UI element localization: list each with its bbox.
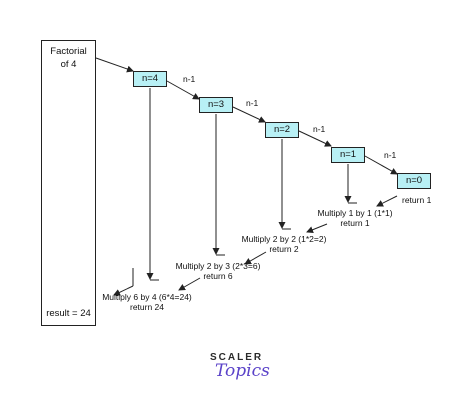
node-n0: n=0 [397,173,431,189]
call-arrow [232,106,266,123]
return-step: return 1 [340,218,370,228]
return-arrow [178,277,201,291]
factorial-outer-box [41,40,96,326]
return-step: return 24 [129,302,165,312]
topics-logo-text: Topics [215,361,270,381]
result-label: result = 24 [46,308,91,319]
result-arrow [113,285,134,296]
base-return-label: return 1 [402,195,432,205]
return-arrow [244,251,267,265]
multiply-step: Multiply 2 by 2 (1*2=2) [241,234,327,244]
edge-label: n-1 [183,74,196,84]
call-arrow [298,130,332,147]
call-arrow [364,155,398,175]
call-arrow [166,80,200,100]
multiply-step: Multiply 6 by 4 (6*4=24) [102,292,192,302]
return-arrow [376,195,398,207]
edge-label: n-1 [313,124,326,134]
node-n3: n=3 [199,97,233,113]
return-arrow [306,223,328,234]
node-n2: n=2 [265,122,299,138]
edge-label: n-1 [246,98,259,108]
node-n1: n=1 [331,147,365,163]
return-step: return 6 [203,271,233,281]
call-arrow [95,57,134,73]
return-step: return 2 [269,244,299,254]
outer-title: Factorial of 4 [50,46,87,70]
scaler-logo-text: SCALER [210,352,264,363]
edge-label: n-1 [384,150,397,160]
node-n4: n=4 [133,71,167,87]
multiply-step: Multiply 2 by 3 (2*3=6) [175,261,261,271]
multiply-step: Multiply 1 by 1 (1*1) [317,208,393,218]
